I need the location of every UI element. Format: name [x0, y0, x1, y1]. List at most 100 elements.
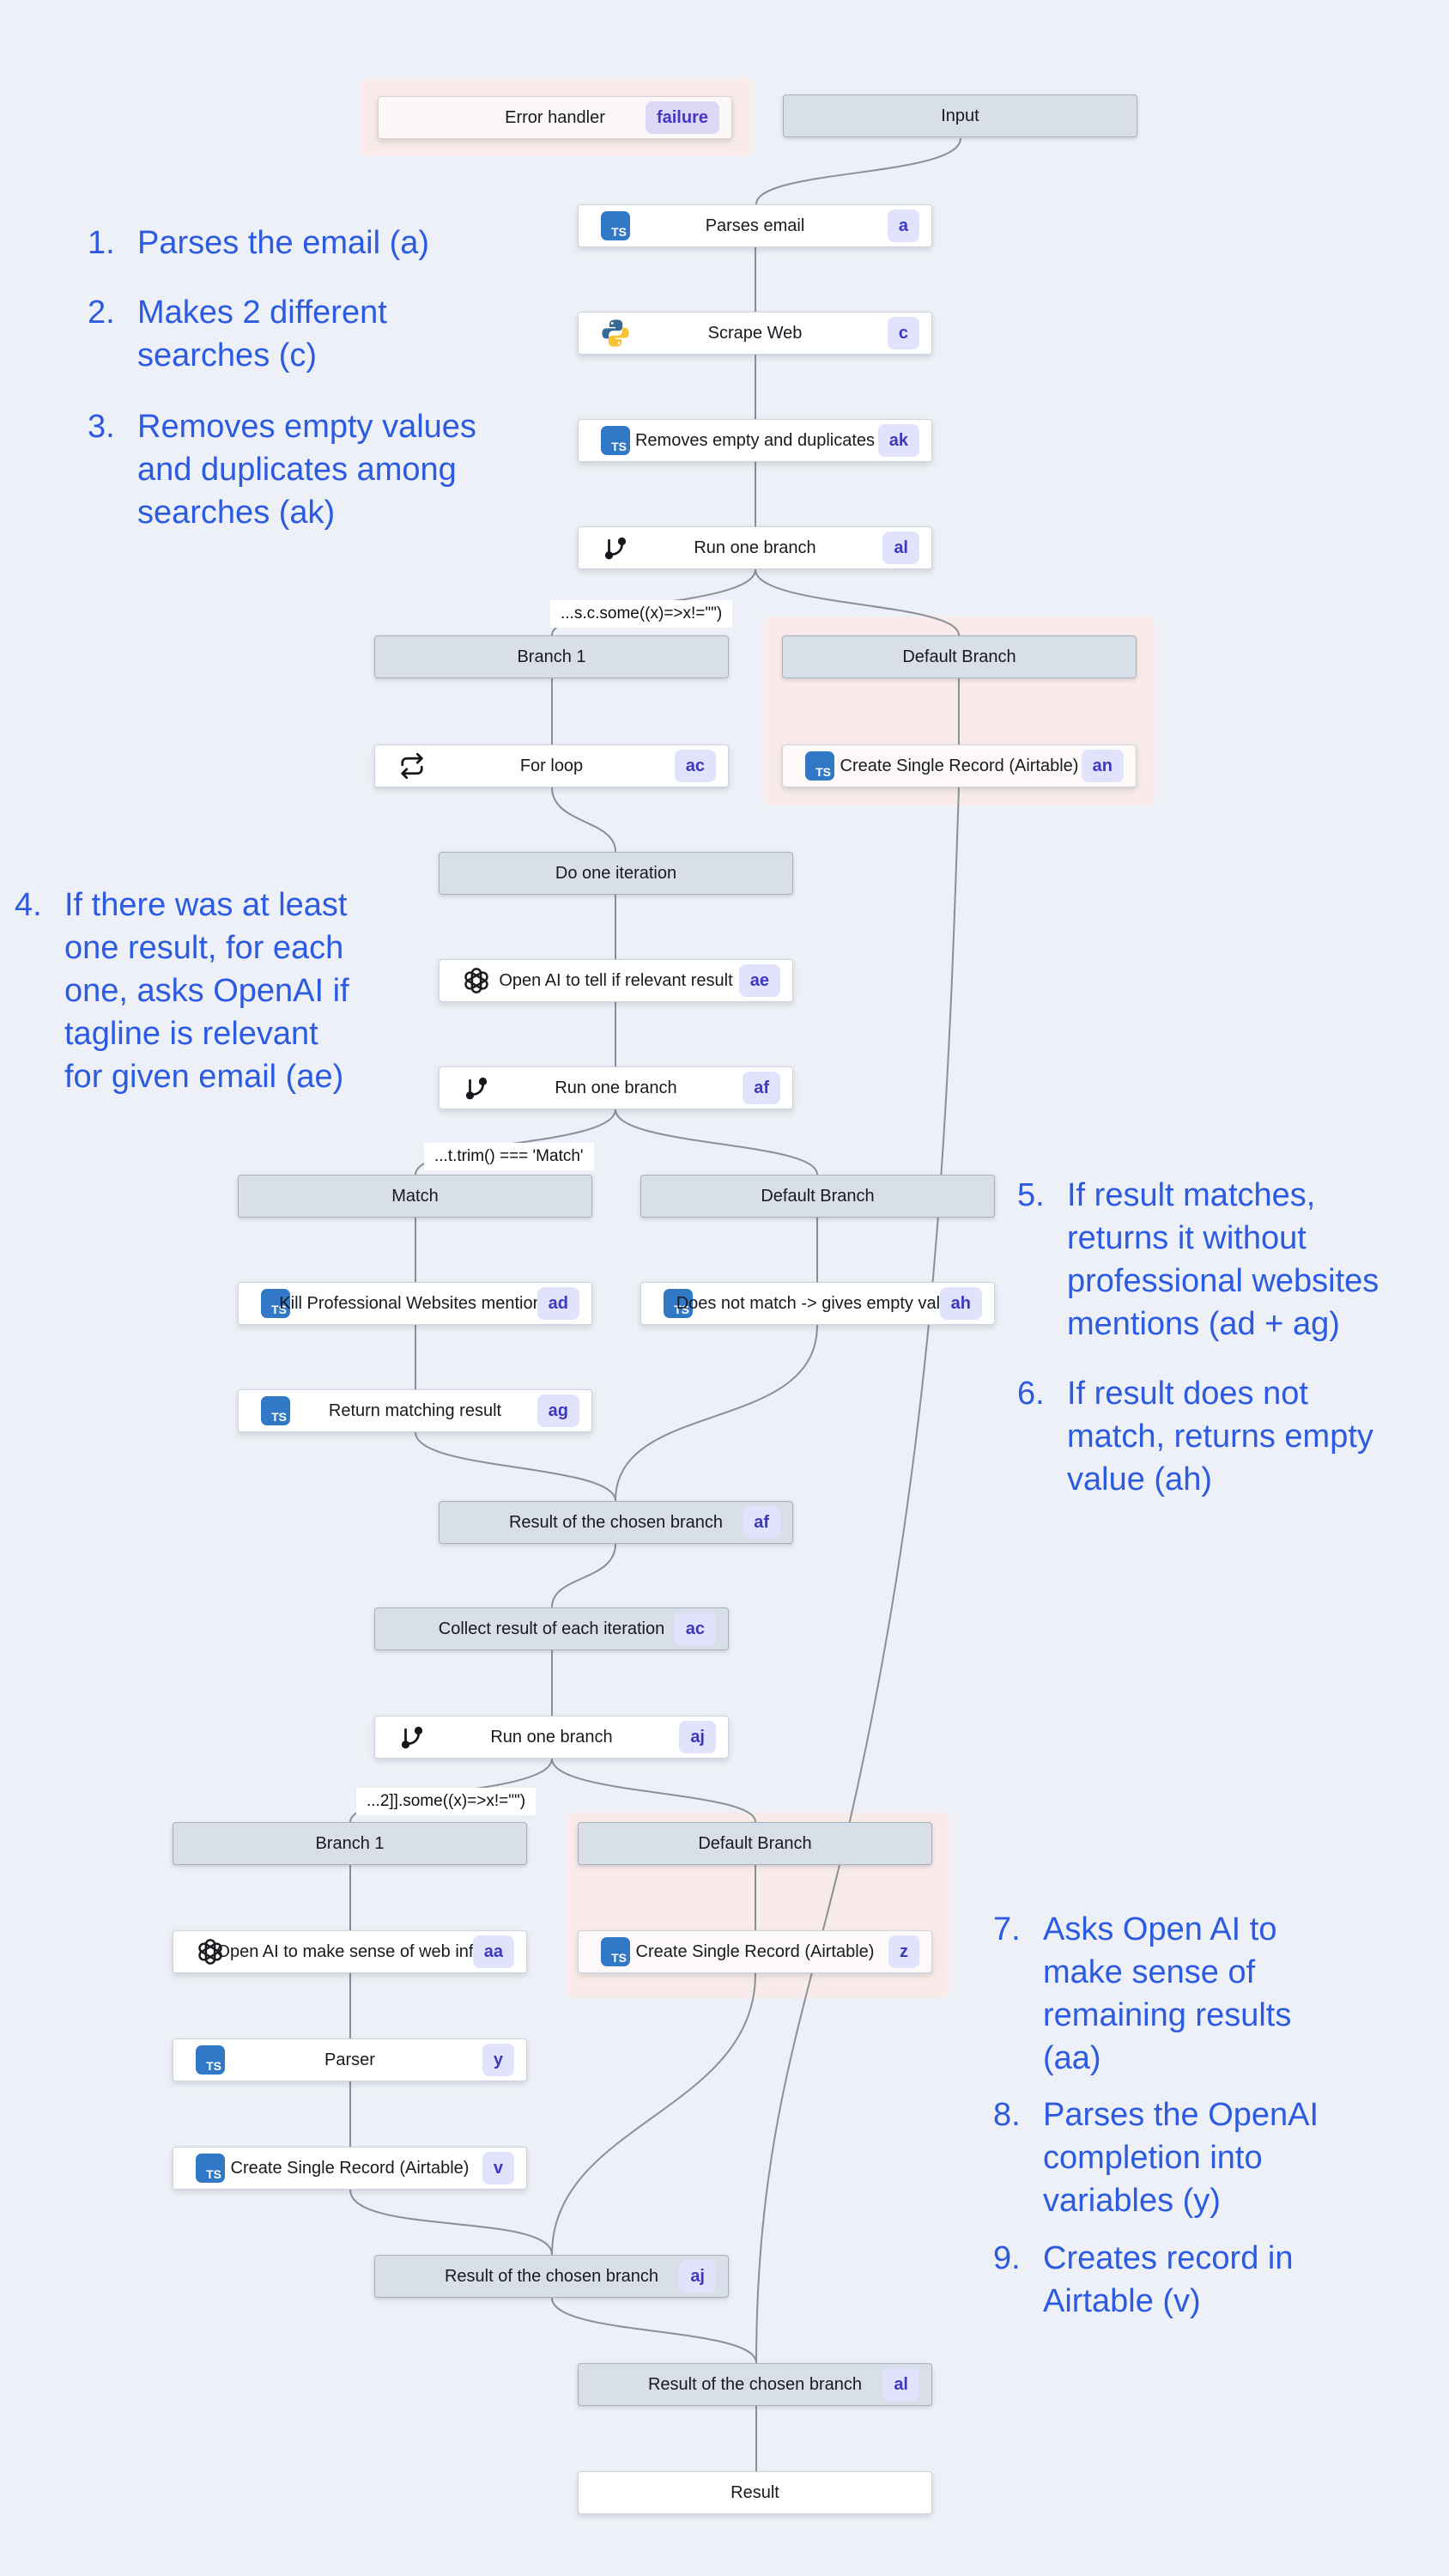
git-branch-icon: [601, 533, 630, 562]
node-badge: aa: [472, 1935, 514, 1968]
node-badge: ag: [537, 1394, 579, 1427]
node-return-matching-ag[interactable]: TS Return matching result ag: [238, 1389, 592, 1432]
node-scrape-web[interactable]: Scrape Web c: [578, 312, 932, 355]
node-label: Does not match -> gives empty value: [676, 1293, 960, 1313]
node-label: Error handler: [505, 107, 605, 127]
node-create-record-z[interactable]: TS Create Single Record (Airtable) z: [578, 1930, 932, 1973]
typescript-icon: TS: [196, 2045, 225, 2075]
node-badge: aj: [679, 1721, 716, 1753]
node-run-one-branch-aj[interactable]: Run one branch aj: [374, 1716, 729, 1759]
node-label: For loop: [519, 756, 584, 775]
node-label: Parser: [324, 2050, 375, 2069]
node-label: Branch 1: [315, 1833, 385, 1853]
node-run-one-branch-al[interactable]: Run one branch al: [578, 526, 932, 569]
node-label: Result of the chosen branch: [508, 1512, 724, 1532]
node-create-record-v[interactable]: TS Create Single Record (Airtable) v: [173, 2147, 527, 2190]
node-match[interactable]: Match: [238, 1175, 592, 1218]
node-openai-aa[interactable]: Open AI to make sense of web info aa: [173, 1930, 527, 1973]
node-branch1-bottom[interactable]: Branch 1: [173, 1822, 527, 1865]
node-label: Result: [731, 2482, 779, 2502]
node-badge: al: [882, 2368, 919, 2401]
node-label: Default Branch: [761, 1186, 875, 1206]
typescript-icon: TS: [601, 426, 630, 455]
typescript-icon: TS: [196, 2154, 225, 2183]
node-result-chosen-aj[interactable]: Result of the chosen branch aj: [374, 2255, 729, 2298]
typescript-icon: TS: [261, 1396, 290, 1425]
node-parses-email[interactable]: TS Parses email a: [578, 204, 932, 247]
node-label: Match: [391, 1186, 439, 1206]
node-label: Do one iteration: [555, 863, 677, 883]
node-error-handler[interactable]: Error handler failure: [378, 96, 732, 139]
node-label: Create Single Record (Airtable): [230, 2158, 470, 2178]
node-label: Input: [941, 106, 979, 125]
node-label: Scrape Web: [707, 323, 803, 343]
branch-condition-3[interactable]: ...2]].some((x)=>x!=""): [356, 1788, 537, 1815]
node-label: Result of the chosen branch: [647, 2374, 863, 2394]
node-result-chosen-al[interactable]: Result of the chosen branch al: [578, 2363, 932, 2406]
node-default-branch-mid[interactable]: Default Branch: [640, 1175, 995, 1218]
node-badge: z: [888, 1935, 919, 1968]
node-label: Default Branch: [698, 1833, 812, 1853]
typescript-icon: TS: [805, 751, 834, 781]
typescript-icon: TS: [664, 1289, 693, 1318]
node-parser-y[interactable]: TS Parser y: [173, 2038, 527, 2081]
node-openai-ae[interactable]: Open AI to tell if relevant result ae: [439, 959, 793, 1002]
typescript-icon: TS: [601, 211, 630, 240]
node-badge: af: [743, 1506, 780, 1539]
annotation-1: 1. Parses the email (a): [88, 225, 430, 261]
node-badge: ae: [738, 964, 780, 997]
node-badge: y: [482, 2044, 514, 2076]
node-badge: aj: [679, 2260, 716, 2293]
node-branch1-top[interactable]: Branch 1: [374, 635, 729, 678]
node-label: Open AI to tell if relevant result: [499, 970, 733, 990]
openai-icon: [462, 966, 491, 995]
node-badge: ac: [674, 1613, 716, 1645]
python-icon: [601, 319, 630, 348]
node-does-not-match-ah[interactable]: TS Does not match -> gives empty value a…: [640, 1282, 995, 1325]
node-badge: al: [882, 532, 919, 564]
branch-condition-1[interactable]: ...s.c.some((x)=>x!=""): [550, 600, 733, 628]
node-label: Run one branch: [694, 538, 816, 557]
node-kill-mentions-ad[interactable]: TS Kill Professional Websites mentions a…: [238, 1282, 592, 1325]
node-label: Collect result of each iteration: [438, 1619, 665, 1638]
node-label: Create Single Record (Airtable): [635, 1941, 875, 1961]
typescript-icon: TS: [601, 1937, 630, 1966]
node-for-loop[interactable]: For loop ac: [374, 744, 729, 787]
node-badge: af: [743, 1072, 780, 1104]
node-input[interactable]: Input: [783, 94, 1137, 137]
node-default-branch-bottom[interactable]: Default Branch: [578, 1822, 932, 1865]
node-label: Kill Professional Websites mentions: [279, 1293, 551, 1313]
node-badge: ak: [877, 424, 919, 457]
node-do-one-iteration[interactable]: Do one iteration: [439, 852, 793, 895]
node-collect-result-ac[interactable]: Collect result of each iteration ac: [374, 1607, 729, 1650]
node-badge: a: [887, 210, 919, 242]
git-branch-icon: [397, 1722, 427, 1752]
node-label: Open AI to make sense of web info: [216, 1941, 483, 1961]
node-run-one-branch-af[interactable]: Run one branch af: [439, 1066, 793, 1109]
node-result-chosen-af[interactable]: Result of the chosen branch af: [439, 1501, 793, 1544]
git-branch-icon: [462, 1073, 491, 1103]
node-label: Branch 1: [517, 647, 586, 666]
node-result[interactable]: Result: [578, 2471, 932, 2514]
node-badge: ac: [674, 750, 716, 782]
node-default-branch-top[interactable]: Default Branch: [782, 635, 1137, 678]
node-create-record-an[interactable]: TS Create Single Record (Airtable) an: [782, 744, 1137, 787]
repeat-icon: [397, 751, 427, 781]
node-removes-empty-duplicates[interactable]: TS Removes empty and duplicates ak: [578, 419, 932, 462]
failure-badge: failure: [645, 101, 719, 134]
branch-condition-2[interactable]: ...t.trim() === 'Match': [424, 1143, 594, 1170]
node-badge: ad: [537, 1287, 579, 1320]
node-label: Result of the chosen branch: [444, 2266, 659, 2286]
node-label: Create Single Record (Airtable): [840, 756, 1079, 775]
node-badge: an: [1081, 750, 1124, 782]
node-badge: ah: [939, 1287, 982, 1320]
node-label: Removes empty and duplicates: [634, 430, 876, 450]
